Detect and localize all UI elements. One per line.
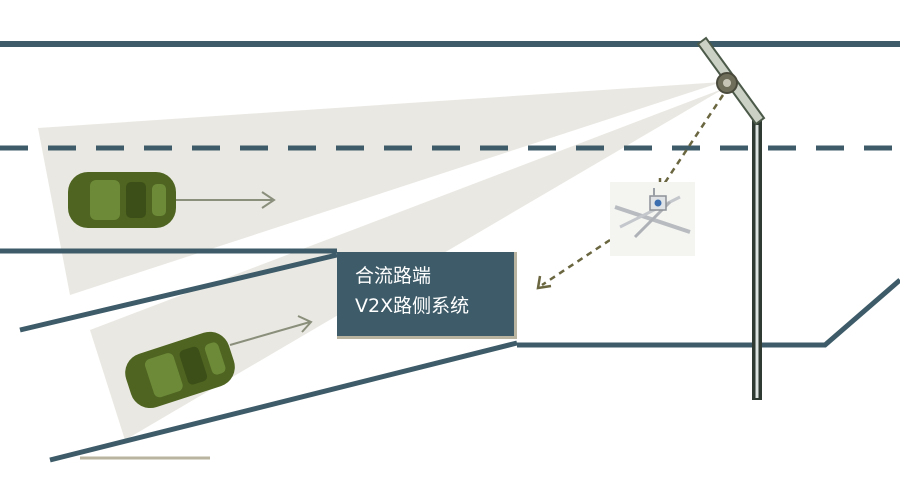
car-bottom-arrowhead [297, 315, 313, 333]
sensor-beam-top [38, 82, 722, 295]
link-sensor-device [658, 94, 725, 191]
ramp-edge-upper [19, 252, 338, 333]
car-bottom-direction-arrow [229, 321, 311, 346]
car-icon [68, 172, 176, 228]
v2x-roadside-label: 合流路端 V2X路侧系统 [337, 252, 517, 339]
ramp-edge-lower [49, 340, 518, 463]
label-line-2: V2X路侧系统 [355, 295, 470, 317]
roadside-unit-icon [610, 182, 695, 256]
car-top-arrowhead [261, 191, 276, 209]
label-line-1: 合流路端 [355, 265, 432, 287]
link-device-label [541, 238, 611, 287]
car-icon [125, 331, 235, 409]
camera-radar-icon [716, 72, 738, 94]
road-edge-right [517, 278, 900, 348]
arrowhead-label [536, 275, 552, 290]
